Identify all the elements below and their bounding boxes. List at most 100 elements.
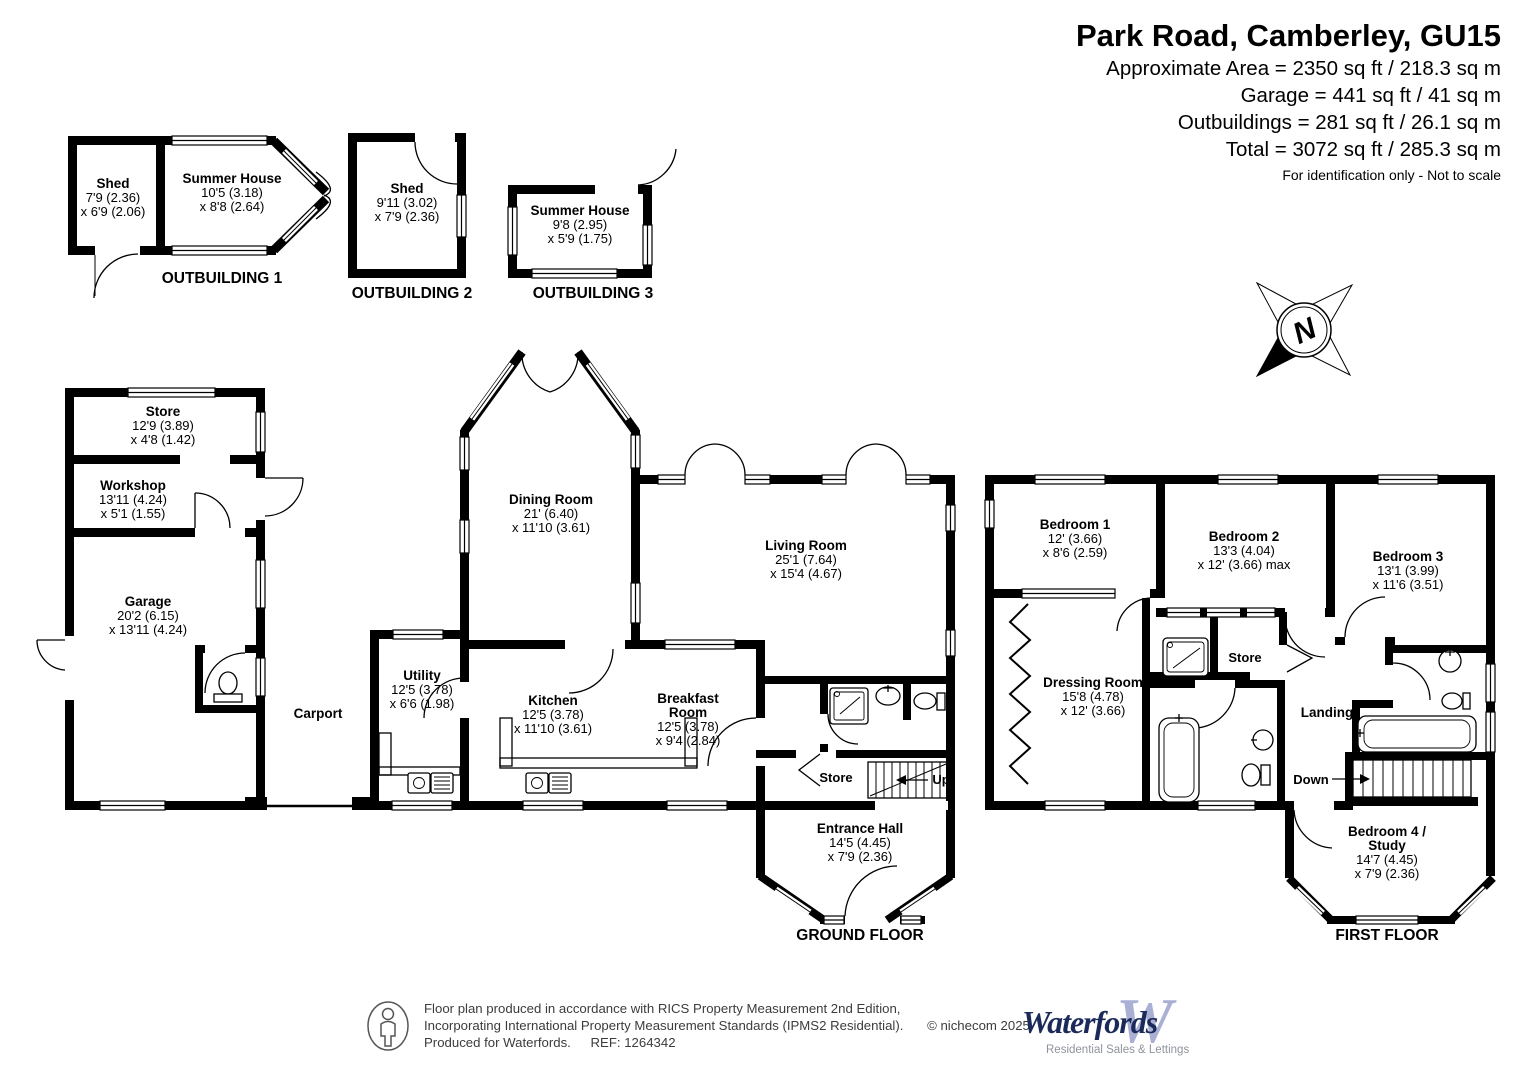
title-block: Park Road, Camberley, GU15 Approximate A… [1076,18,1501,183]
label-store-name: Store [146,404,181,419]
label-living-dim2: x 15'4 (4.67) [770,566,842,581]
door-arc-icon [1116,597,1151,632]
window-icon [255,411,266,453]
label-store-dim1: 12'9 (3.89) [132,418,194,433]
window-icon [99,800,166,811]
window-icon [1485,663,1496,703]
label-dressing-dim2: x 12' (3.66) [1061,703,1126,718]
wardrobe-zigzag [1008,603,1032,785]
label-workshop-name: Workshop [100,478,166,493]
door-arc-icon [414,141,458,185]
label-breakfast-name2: Room [669,705,707,720]
toilet-icon [213,671,243,703]
label-dressing-dim1: 15'8 (4.78) [1062,689,1124,704]
window-icon [507,206,518,256]
label-outbuilding-2: OUTBUILDING 2 [352,285,473,302]
window-icon [900,915,922,925]
toilet-icon [1241,763,1271,787]
bath-icon [1356,715,1477,753]
label-first-floor: FIRST FLOOR [1335,927,1438,944]
door-arc-icon [684,443,716,476]
ground-floor-carport: Carport [245,706,375,810]
window-icon [1021,588,1116,599]
window-icon [255,559,266,609]
label-utility-name: Utility [403,668,441,683]
window-icon [666,800,728,811]
outbuilding-1-plan: Shed 7'9 (2.36) x 6'9 (2.06) Summer Hous… [68,135,332,299]
label-workshop-dim1: 13'11 (4.24) [99,492,167,507]
label-dining-name: Dining Room [509,492,593,507]
outbuildings-area: Outbuildings = 281 sq ft / 26.1 sq m [1177,111,1501,134]
window-icon [127,387,216,398]
label-bedroom3-dim1: 13'1 (3.99) [1377,563,1439,578]
window-icon [171,245,268,256]
label-ground-floor: GROUND FLOOR [796,927,923,944]
waterfords-logo: W Waterfords Residential Sales & Letting… [1022,985,1212,1064]
label-garage-dim2: x 13'11 (4.24) [109,622,187,637]
label-kitchen-name: Kitchen [528,693,578,708]
label-breakfast-name1: Breakfast [657,691,719,706]
page-title: Park Road, Camberley, GU15 [1076,18,1501,53]
label-ob1-summer-name: Summer House [182,171,282,186]
shower-icon [1162,637,1209,677]
label-store-dim2: x 4'8 (1.42) [131,432,196,447]
window-icon [392,629,444,640]
door-arc-icon [845,443,877,476]
window-icon [630,434,641,469]
footer: Floor plan produced in accordance with R… [366,1000,1034,1052]
footer-line2: Incorporating International Property Mea… [424,1018,904,1034]
kitchen-counter [499,717,513,767]
label-hall-dim2: x 7'9 (2.36) [828,849,893,864]
window-icon [391,800,453,811]
label-utility-dim1: 12'5 (3.78) [391,682,453,697]
label-bedroom4-dim2: x 7'9 (2.36) [1355,866,1420,881]
window-icon [664,639,736,650]
door-arc-icon [1195,687,1236,729]
label-ob3-summer-name: Summer House [530,203,630,218]
label-breakfast-dim1: 12'5 (3.78) [657,719,719,734]
label-hall-name: Entrance Hall [817,821,903,836]
utility-counter [378,732,392,776]
sink-icon [1251,729,1274,751]
door-arc-icon [521,351,551,393]
disclaimer: For identification only - Not to scale [1282,167,1501,183]
window-icon [657,474,686,485]
label-bedroom4-name2: Study [1368,838,1406,853]
label-stair-store: Store [819,770,852,785]
ground-floor-garage-block: Store 12'9 (3.89) x 4'8 (1.42) Workshop … [36,387,304,811]
door-arc-icon [875,443,907,476]
door-arc-icon [714,443,746,476]
sink-icon [875,685,901,706]
door-arc-icon [827,713,859,745]
label-bedroom1-dim2: x 8'6 (2.59) [1043,545,1108,560]
footer-copyright: © nichecom 2025. [927,1018,1034,1034]
door-arc-icon [315,194,332,220]
logo-tagline: Residential Sales & Lettings [1046,1044,1190,1056]
label-utility-dim2: x 6'6 (1.98) [390,696,455,711]
label-bedroom3-dim2: x 11'6 (3.51) [1373,577,1444,592]
kitchen-counter [499,757,698,769]
label-breakfast-dim2: x 9'4 (2.84) [656,733,721,748]
footer-line1: Floor plan produced in accordance with R… [424,1001,901,1016]
window-icon [459,436,470,471]
first-floor-plan: Bedroom 1 12' (3.66) x 8'6 (2.59) Bedroo… [984,474,1496,944]
window-icon [945,504,956,532]
label-carport: Carport [294,706,343,721]
label-ob2-shed-name: Shed [390,181,423,196]
door-arc-icon [194,492,231,529]
logo-brand: Waterfords [1022,1004,1158,1040]
label-kitchen-dim2: x 11'10 (3.61) [514,721,592,736]
label-bedroom4-name1: Bedroom 4 / [1348,824,1426,839]
label-garage-name: Garage [125,594,172,609]
label-down: Down [1293,772,1328,787]
window-icon [522,800,584,811]
door-arc-icon [1286,644,1314,673]
window-icon [171,135,268,146]
label-ob1-summer-dim1: 10'5 (3.18) [201,185,263,200]
toilet-icon [1441,692,1471,710]
footer-ref: REF: 1264342 [590,1035,676,1051]
bath-icon [1158,714,1200,803]
shower-icon [829,687,869,725]
label-hall-dim1: 14'5 (4.45) [829,835,891,850]
